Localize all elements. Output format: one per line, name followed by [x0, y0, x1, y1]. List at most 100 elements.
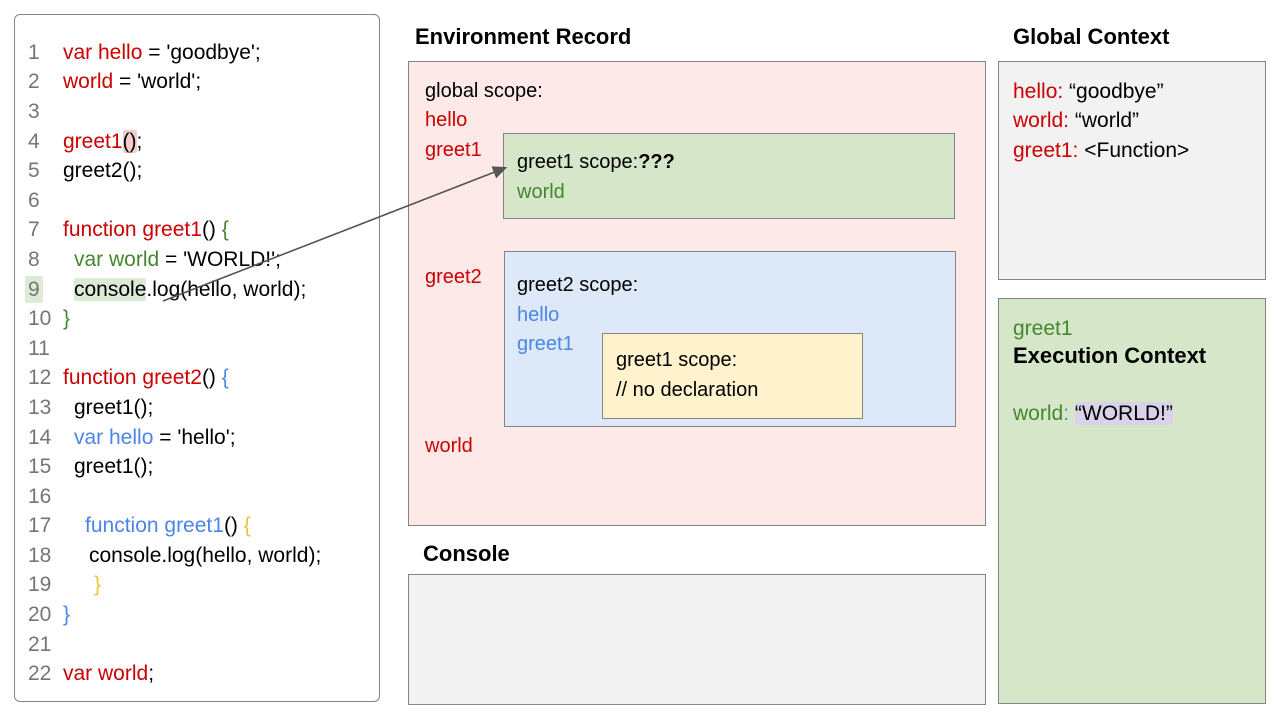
code-text: var world; — [63, 662, 154, 686]
global-context-entry-greet1: greet1: <Function> — [1013, 138, 1189, 163]
text-segment: Execution Context — [1013, 343, 1207, 368]
text-segment: greet1 — [425, 139, 482, 161]
line-number: 7 — [28, 218, 40, 242]
inner-greet1-scope-header: greet1 scope: — [616, 348, 737, 372]
execution-context-title: Execution Context — [1013, 343, 1206, 369]
text-segment: greet1 — [63, 129, 123, 153]
text-segment: greet2(); — [63, 159, 143, 183]
inner-greet1-scope-comment: // no declaration — [616, 378, 758, 402]
line-number: 22 — [28, 662, 52, 686]
code-line: 18 console.log(hello, world); — [15, 541, 379, 571]
text-segment: “world” — [1069, 109, 1140, 132]
text-segment: greet1 scope: — [517, 151, 639, 173]
line-number: 18 — [28, 543, 52, 567]
line-number: 15 — [28, 455, 52, 479]
text-segment: () — [223, 514, 244, 538]
code-text: var hello = 'goodbye'; — [63, 41, 261, 65]
line-number: 12 — [28, 366, 52, 390]
line-number: 2 — [28, 70, 40, 94]
text-segment: function greet2 — [63, 366, 202, 390]
execution-context-entry-world: world: “WORLD!” — [1013, 401, 1173, 426]
text-segment: ??? — [638, 151, 675, 173]
code-text: } — [63, 307, 70, 331]
text-segment: hello: — [1013, 80, 1064, 103]
line-number: 13 — [28, 395, 52, 419]
code-text: var world = 'WORLD!'; — [63, 248, 281, 272]
text-segment: console — [74, 277, 147, 301]
greet1-scope-header: greet1 scope:??? — [517, 150, 675, 174]
text-segment: greet1(); — [74, 455, 154, 479]
text-segment: } — [63, 603, 71, 627]
code-line: 21 — [15, 630, 379, 660]
global-scope-entry-greet1: greet1 — [425, 138, 482, 162]
text-segment: () — [201, 218, 222, 242]
code-text: world = 'world'; — [63, 70, 201, 94]
code-line: 11 — [15, 334, 379, 364]
greet2-scope-box: greet2 scope: hello greet1 greet1 scope:… — [504, 251, 956, 427]
line-number: 3 — [28, 99, 40, 123]
text-segment: } — [63, 307, 71, 331]
text-segment: world — [1013, 402, 1064, 425]
text-segment: { — [221, 218, 229, 242]
text-segment: greet1 scope: — [616, 349, 738, 371]
code-line: 5 greet2(); — [15, 156, 379, 186]
code-text: function greet1() { — [63, 218, 229, 242]
global-scope-label: global scope: — [425, 79, 543, 103]
line-number: 5 — [28, 159, 40, 183]
text-segment: // no declaration — [616, 379, 759, 401]
code-line: 2 world = 'world'; — [15, 68, 379, 98]
text-segment: global scope: — [425, 80, 543, 102]
code-line: 19} — [15, 571, 379, 601]
text-segment: () — [122, 129, 137, 153]
line-number: 16 — [28, 484, 52, 508]
code-editor-panel: 1 var hello = 'goodbye'; 2 world = 'world';… — [14, 14, 380, 702]
text-segment: world — [63, 70, 114, 94]
text-segment: “goodbye” — [1063, 80, 1164, 103]
line-number: 8 — [28, 247, 40, 271]
text-segment: <Function> — [1078, 139, 1190, 162]
text-segment: = 'hello'; — [153, 425, 236, 449]
text-segment: } — [94, 573, 102, 597]
code-line: 10} — [15, 304, 379, 334]
code-line: 7 function greet1() { — [15, 216, 379, 246]
code-line: 3 — [15, 97, 379, 127]
global-scope-entry-greet2: greet2 — [425, 265, 482, 289]
code-text: console.log(hello, world); — [63, 277, 307, 302]
text-segment: function greet1 — [85, 514, 224, 538]
code-text: greet2(); — [63, 159, 142, 183]
greet2-scope-header: greet2 scope: — [517, 273, 638, 297]
line-number: 21 — [28, 632, 52, 656]
line-number: 1 — [28, 40, 40, 64]
text-segment: : — [1063, 402, 1070, 425]
text-segment: function greet1 — [63, 218, 202, 242]
inner-greet1-scope-box: greet1 scope: // no declaration — [602, 333, 863, 419]
text-segment: greet2 — [425, 266, 482, 288]
greet2-scope-entry-greet1: greet1 — [517, 332, 574, 356]
text-segment: = 'WORLD!'; — [159, 247, 281, 271]
code-text: function greet2() { — [63, 366, 229, 390]
global-scope-box: global scope: hello greet1 greet2 world … — [408, 61, 986, 526]
text-segment: .log(hello, world); — [146, 277, 307, 301]
environment-record-title: Environment Record — [415, 24, 632, 49]
text-segment: greet1 — [517, 333, 574, 355]
line-number: 17 — [28, 514, 52, 538]
code-text: console.log(hello, world); — [63, 544, 321, 568]
global-context-box: hello: “goodbye” world: “world” greet1: … — [998, 61, 1266, 280]
text-segment: greet1 — [1013, 317, 1073, 340]
text-segment: hello — [517, 304, 560, 326]
text-segment: var hello — [74, 425, 154, 449]
text-segment — [1069, 402, 1075, 425]
greet2-scope-entry-hello: hello — [517, 303, 559, 327]
execution-context-function-name: greet1 — [1013, 316, 1073, 341]
line-number: 20 — [28, 603, 52, 627]
line-number: 11 — [28, 336, 50, 360]
greet1-scope-entry-world: world — [517, 180, 565, 204]
text-segment: = 'world'; — [113, 70, 202, 94]
line-number: 6 — [28, 188, 40, 212]
line-number: 14 — [28, 425, 52, 449]
code-text: var hello = 'hello'; — [63, 426, 236, 450]
